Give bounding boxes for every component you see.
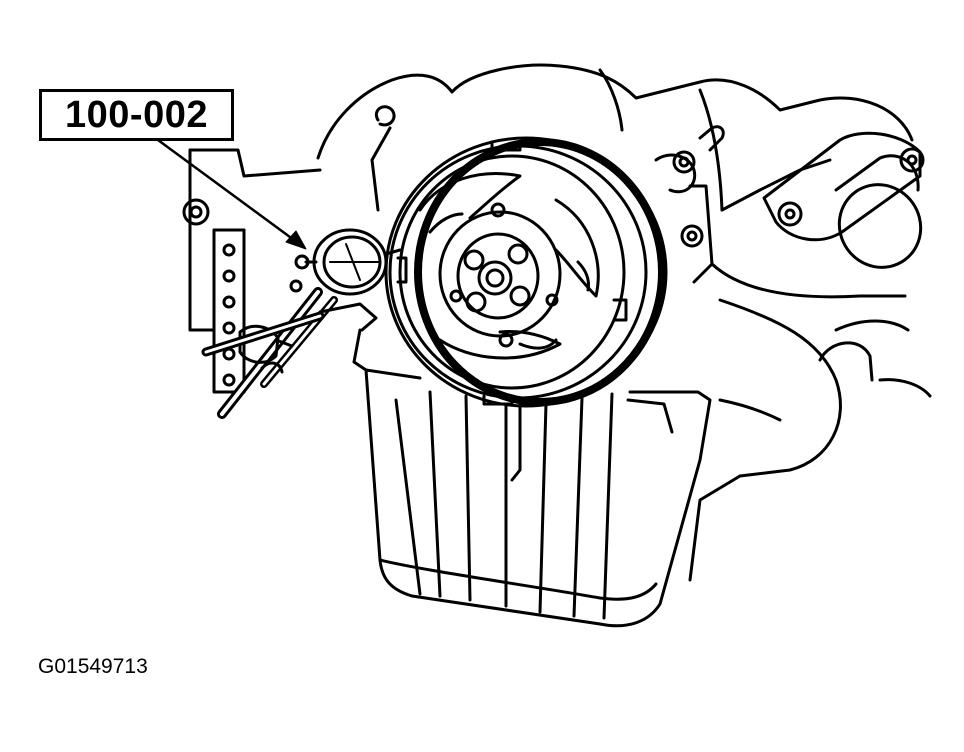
thermostat-housing xyxy=(762,131,925,269)
tool-number-label: 100-002 xyxy=(65,94,208,136)
oil-pan xyxy=(352,328,712,628)
tool-callout-box: 100-002 xyxy=(39,89,234,141)
engine-block xyxy=(182,63,932,582)
callout-leader-line xyxy=(156,138,296,242)
dial-indicator-tool xyxy=(201,228,402,419)
figure-id-label: G01549713 xyxy=(38,655,148,678)
harmonic-balancer xyxy=(384,136,668,408)
callout-arrowhead xyxy=(285,230,307,250)
